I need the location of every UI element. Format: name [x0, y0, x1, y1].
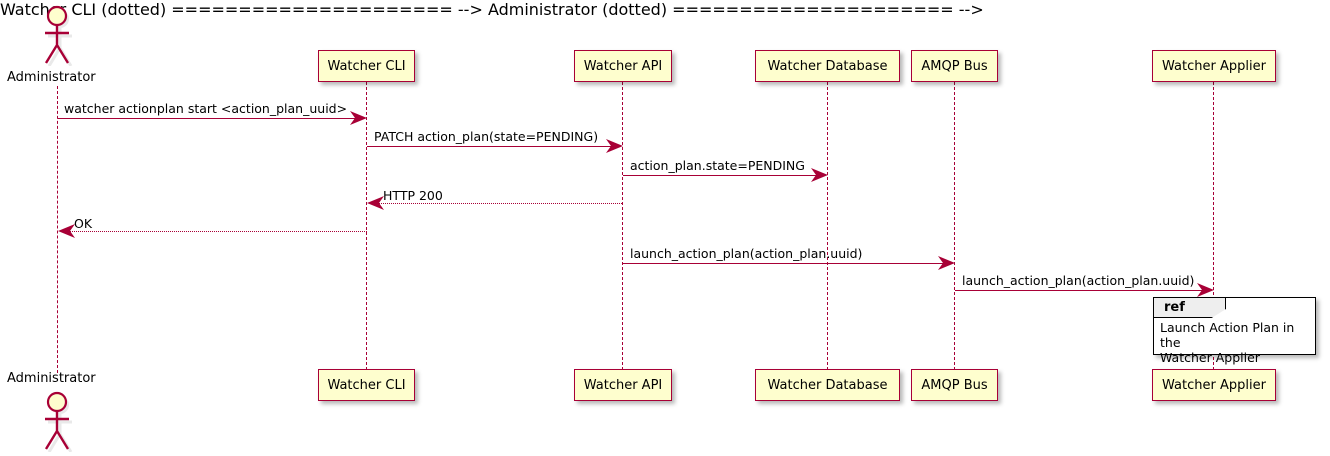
- lifeline-watcher-api: [622, 82, 623, 370]
- participant-box-watcher-database-top[interactable]: Watcher Database: [755, 50, 900, 82]
- message-label-m6: launch_action_plan(action_plan.uuid): [630, 246, 863, 261]
- participant-box-watcher-applier-bottom[interactable]: Watcher Applier: [1152, 369, 1276, 401]
- message-line-m4: [375, 203, 622, 204]
- message-label-m2: PATCH action_plan(state=PENDING): [374, 129, 599, 144]
- lifeline-watcher-cli: [366, 82, 367, 370]
- message-arrowhead-m3: [811, 168, 828, 182]
- message-arrowhead-m4: [367, 196, 384, 210]
- message-line-m1: [58, 118, 358, 119]
- actor-administrator-bottom: [44, 391, 73, 452]
- message-label-m3: action_plan.state=PENDING: [630, 158, 805, 173]
- participant-box-amqp-bus-top[interactable]: AMQP Bus: [911, 50, 998, 82]
- actor-label-administrator-top: Administrator: [7, 70, 96, 85]
- message-label-m4: HTTP 200: [383, 188, 443, 203]
- participant-box-watcher-api-bottom[interactable]: Watcher API: [574, 369, 672, 401]
- message-label-m1: watcher actionplan start <action_plan_uu…: [64, 101, 348, 116]
- participant-box-watcher-database-bottom[interactable]: Watcher Database: [755, 369, 900, 401]
- message-arrowhead-m7: [1197, 283, 1214, 297]
- participant-box-amqp-bus-bottom[interactable]: AMQP Bus: [911, 369, 998, 401]
- ref-fragment-keyword: ref: [1154, 298, 1226, 318]
- actor-label-administrator-bottom: Administrator: [7, 371, 96, 386]
- participant-box-watcher-cli-bottom[interactable]: Watcher CLI: [318, 369, 415, 401]
- message-line-m7: [955, 290, 1205, 291]
- participant-box-watcher-api-top[interactable]: Watcher API: [574, 50, 672, 82]
- message-arrowhead-m6: [938, 256, 955, 270]
- message-arrowhead-m1: [350, 111, 367, 125]
- message-label-m5: OK: [74, 216, 93, 231]
- lifeline-administrator: [57, 86, 58, 373]
- actor-administrator-top: [44, 5, 73, 66]
- message-label-m7: launch_action_plan(action_plan.uuid): [962, 273, 1195, 288]
- participant-box-watcher-cli-top[interactable]: Watcher CLI: [318, 50, 415, 82]
- message-line-m6: [623, 263, 946, 264]
- ref-fragment-text: Launch Action Plan in the Watcher Applie…: [1160, 320, 1295, 365]
- message-arrowhead-m2: [606, 139, 623, 153]
- message-arrowhead-m5: [58, 224, 75, 238]
- lifeline-amqp-bus: [954, 82, 955, 370]
- message-line-m5: [66, 231, 367, 232]
- lifeline-watcher-applier: [1213, 82, 1214, 370]
- ref-fragment: ref Launch Action Plan in the Watcher Ap…: [1153, 297, 1316, 365]
- message-line-m2: [367, 146, 614, 147]
- participant-box-watcher-applier-top[interactable]: Watcher Applier: [1152, 50, 1276, 82]
- message-line-m3: [623, 175, 819, 176]
- lifeline-watcher-database: [827, 82, 828, 370]
